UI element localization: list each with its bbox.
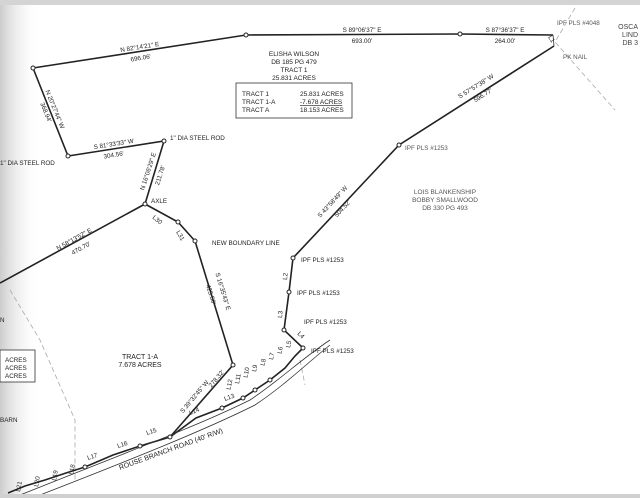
table-label: TRACT 1-A	[242, 99, 276, 106]
table-label: TRACT 1	[242, 91, 269, 98]
distance-label: 278.32'	[208, 369, 227, 389]
partial-acres: ACRES	[5, 357, 27, 364]
road-edge	[19, 339, 331, 496]
distance-label: 693.00'	[352, 38, 372, 45]
ipf-label: IPF PLS #1253	[311, 348, 354, 355]
tract-1a-acres: 7.678 ACRES	[118, 362, 162, 369]
axle-label: AXLE	[151, 198, 167, 205]
partial-acres: ACRES	[5, 365, 27, 372]
owner-top-acres: 25.831 ACRES	[272, 75, 316, 82]
partial-acreage-table	[0, 349, 36, 383]
bottom-border	[0, 494, 640, 498]
owner-top-name: ELISHA WILSON	[269, 51, 320, 58]
line-label: L11	[234, 373, 243, 385]
east-boundary	[283, 45, 555, 349]
distance-label: 304.56'	[103, 150, 124, 160]
bearing-label: S 87°36'37" E	[486, 26, 525, 34]
owner-far-right: OSCA	[618, 24, 638, 31]
owner-right-line1: LOIS BLANKENSHIP	[414, 189, 476, 196]
distance-label: 425.50'	[204, 284, 217, 306]
adjoiner-dashed-line-ne	[554, 7, 616, 111]
owner-top-deed: DB 185 PG 479	[271, 59, 317, 66]
ipf-label: IPF PLS #1253	[297, 290, 340, 297]
barn-label: BARN	[0, 417, 18, 424]
line-label: L10	[243, 366, 252, 378]
line-label: L18	[68, 463, 77, 475]
line-label: L6	[277, 346, 285, 355]
pk-nail-label: PK NAIL	[563, 54, 588, 61]
table-value: -7.678 ACRES	[300, 99, 343, 106]
partial-n: N	[0, 317, 5, 324]
ipf-label: IPF PLS #1253	[405, 145, 448, 152]
line-label: L16	[116, 440, 129, 450]
line-label: L9	[251, 364, 259, 373]
line-label: L4	[296, 330, 306, 340]
line-label: L8	[260, 358, 268, 367]
line-label: L3	[277, 310, 285, 318]
tract-1a-name: TRACT 1-A	[122, 354, 158, 361]
steel-rod-label: 1" DIA STEEL ROD	[0, 160, 55, 167]
line-label: L31	[174, 230, 186, 243]
bearing-label: S 16°35'43" E	[213, 272, 232, 312]
line-label: L19	[51, 469, 60, 481]
line-label: L30	[151, 214, 164, 226]
table-value: 25.831 ACRES	[300, 91, 344, 98]
owner-right-line2: BOBBY SMALLWOOD	[412, 197, 478, 204]
line-label: L17	[86, 452, 99, 462]
top-border	[0, 0, 640, 5]
new-boundary-label: NEW BOUNDARY LINE	[212, 240, 280, 247]
ipf-label: IPF PLS #1253	[304, 319, 347, 326]
owner-far-right: DB 3	[622, 40, 638, 47]
owner-far-right: LIND	[622, 32, 638, 39]
steel-rod-label: 1" DIA STEEL ROD	[170, 135, 225, 142]
l1-line	[552, 34, 555, 47]
line-label: L1	[546, 35, 556, 45]
table-label: TRACT A	[242, 107, 270, 114]
line-label: L2	[282, 272, 290, 280]
owner-top-tract: TRACT 1	[281, 67, 308, 74]
line-label: L14	[188, 406, 201, 417]
road-edge	[39, 344, 331, 496]
monument-markers	[30, 31, 463, 470]
line-label: L12	[226, 378, 235, 390]
page-shadow	[0, 5, 40, 495]
west-boundary	[32, 67, 166, 205]
road-frontage-line	[7, 347, 304, 494]
n58-line	[0, 203, 146, 284]
distance-label: 264.00'	[495, 38, 515, 45]
line-label: L20	[33, 475, 42, 487]
line-label: L15	[145, 427, 158, 437]
table-value: 18.153 ACRES	[300, 107, 344, 114]
north-boundary	[32, 33, 554, 69]
distance-label: 696.06'	[130, 53, 151, 63]
ipf-label: IPF PLS #4048	[557, 20, 600, 27]
line-label: L21	[15, 480, 24, 492]
line-label: L5	[285, 340, 293, 349]
line-label: L7	[268, 352, 276, 361]
acreage-table	[235, 82, 353, 119]
partial-acres: ACRES	[5, 373, 27, 380]
owner-right-deed: DB 330 PG 493	[422, 205, 468, 212]
tie-dashed-line	[299, 359, 306, 386]
ipf-label: IPF PLS #1253	[301, 257, 344, 264]
bearing-label: S 89°06'37" E	[343, 26, 382, 34]
line-label: L13	[223, 393, 236, 403]
